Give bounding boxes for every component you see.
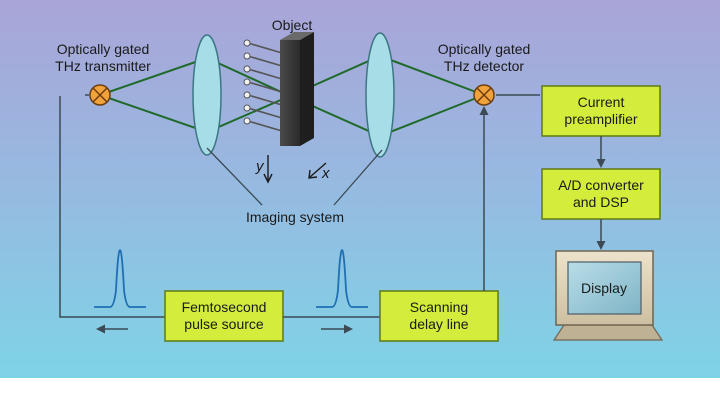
adc-dsp-box bbox=[541, 168, 661, 220]
femtosecond-source-box bbox=[164, 290, 284, 342]
x-axis-arrow bbox=[308, 162, 327, 179]
scanning-label-line1: Scanning bbox=[410, 299, 468, 315]
imaging-system-label: Imaging system bbox=[246, 209, 344, 225]
thz-transmitter-icon bbox=[89, 84, 111, 106]
preamp-label-line1: Current bbox=[578, 94, 625, 110]
scanning-delay-box bbox=[379, 290, 499, 342]
right-lens bbox=[365, 32, 395, 158]
thz-detector-icon bbox=[473, 84, 495, 106]
transmitter-feed-line bbox=[59, 96, 165, 318]
detector-label-line2: THz detector bbox=[444, 58, 524, 74]
transmitter-label-line2: THz transmitter bbox=[55, 58, 151, 74]
detector-label-line1: Optically gated bbox=[438, 41, 531, 57]
display-monitor bbox=[552, 250, 664, 341]
imaging-system-callout bbox=[206, 147, 383, 206]
object-block bbox=[243, 32, 314, 146]
footer-strip bbox=[0, 378, 720, 405]
pulse-middle bbox=[316, 249, 368, 308]
preamp-label-line2: preamplifier bbox=[564, 111, 637, 127]
adc-label-line1: A/D converter bbox=[558, 177, 644, 193]
femto-label-line1: Femtosecond bbox=[182, 299, 267, 315]
left-lens bbox=[192, 34, 222, 156]
y-axis-arrow bbox=[263, 155, 273, 184]
transmitter-label-line1: Optically gated bbox=[57, 41, 150, 57]
adc-label-line2: and DSP bbox=[573, 194, 629, 210]
display-label: Display bbox=[581, 280, 627, 296]
scanning-label-line2: delay line bbox=[409, 316, 468, 332]
object-label: Object bbox=[272, 17, 313, 33]
axis-x-label: x bbox=[321, 165, 330, 182]
pulse-left bbox=[94, 249, 146, 308]
femto-label-line2: pulse source bbox=[184, 316, 264, 332]
axis-y-label: y bbox=[255, 158, 265, 175]
